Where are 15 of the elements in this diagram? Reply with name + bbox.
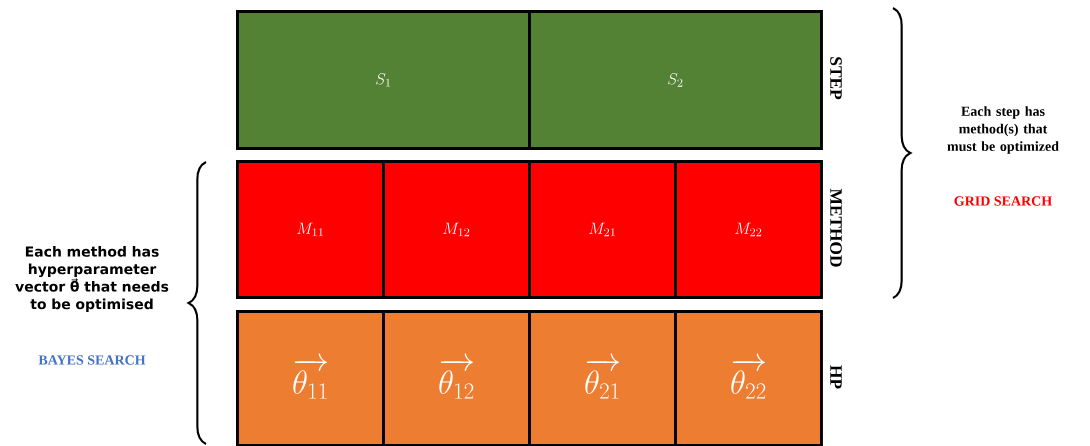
annotation-text: Each step has method(s) that must be optimized <box>947 106 1059 154</box>
hyperparameter-box: $\overrightarrow{\theta_{22}}$ <box>674 310 823 446</box>
hyperparameter-box: $\overrightarrow{\theta_{11}}$ <box>236 310 385 446</box>
hyperparameter-box: $\overrightarrow{\theta_{12}}$ <box>382 310 531 446</box>
step-box: $S_1$ <box>236 10 531 150</box>
annotation-text: Each method has hyperparameter vector θ⃗ that needs to be optimised <box>15 246 169 312</box>
method-box: $M_{12}$ <box>382 160 531 299</box>
method-box: $M_{22}$ <box>674 160 823 299</box>
method-box: $M_{11}$ <box>236 160 385 299</box>
row-label: METHOD <box>830 188 842 267</box>
step-box: $S_2$ <box>528 10 823 150</box>
search-label: GRID SEARCH <box>954 196 1052 206</box>
hyperparameter-box: $\overrightarrow{\theta_{21}}$ <box>528 310 677 446</box>
search-label: BAYES SEARCH <box>38 355 146 365</box>
method-box: $M_{21}$ <box>528 160 677 299</box>
